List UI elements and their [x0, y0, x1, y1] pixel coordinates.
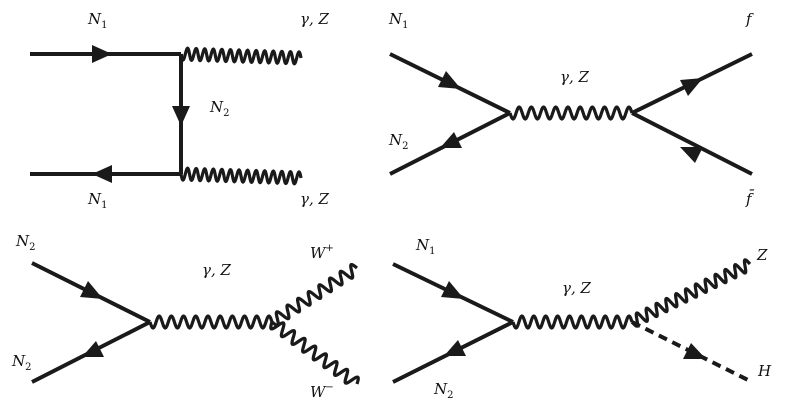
fermion-arrow-in-icon: [441, 281, 464, 299]
label-n2: N2: [388, 131, 409, 152]
label-n1: N1: [388, 10, 409, 31]
fermion-arrow-in-bottom-icon: [680, 147, 703, 163]
fermion-line-out-bottom: [631, 111, 753, 176]
boson-line-z: [630, 258, 752, 328]
label-n1-bottom: N1: [87, 190, 108, 211]
diagram-bottom-right: N1 N2 γ, Z Z H: [392, 236, 772, 401]
label-n1: N1: [415, 236, 436, 257]
fermion-arrow-right-icon: [92, 45, 112, 63]
label-n1-top: N1: [87, 10, 108, 31]
boson-line-mediator: [511, 314, 634, 330]
boson-line-mediator: [508, 105, 634, 121]
boson-line-w-minus: [269, 321, 360, 385]
label-n2: N2: [433, 380, 454, 401]
diagram-top-right: N1 N2 γ, Z f f̄: [388, 10, 754, 208]
label-n2-bottom: N2: [11, 352, 32, 373]
fermion-arrow-down-icon: [172, 106, 190, 126]
label-gamma-z-bottom: γ, Z: [300, 190, 330, 208]
diagram-top-left: N1 N1 N2 γ, Z γ, Z: [30, 10, 330, 211]
label-f-bar: f̄: [745, 190, 754, 208]
label-gamma-z-top: γ, Z: [300, 10, 330, 28]
fermion-arrow-in-icon: [80, 281, 103, 299]
boson-line-bottom-out: [179, 166, 303, 186]
label-w-plus: W+: [310, 243, 334, 262]
fermion-arrow-out-icon: [440, 132, 462, 148]
boson-line-top-out: [179, 46, 303, 66]
boson-line-w-plus: [271, 262, 358, 328]
label-f: f: [745, 10, 754, 28]
label-w-minus: W−: [310, 382, 334, 401]
boson-line-mediator: [148, 314, 274, 330]
fermion-arrow-out-icon: [444, 340, 466, 356]
label-n2-propagator: N2: [209, 98, 230, 119]
fermion-arrow-in-icon: [438, 71, 461, 89]
label-z: Z: [756, 246, 768, 264]
label-n2-top: N2: [15, 232, 36, 253]
fermion-arrow-left-icon: [92, 165, 112, 183]
scalar-arrow-out-icon: [683, 343, 706, 359]
label-gamma-z-mediator: γ, Z: [562, 279, 592, 297]
label-h: H: [757, 362, 772, 380]
fermion-arrow-out-top-icon: [680, 78, 703, 96]
label-gamma-z-mediator: γ, Z: [560, 68, 590, 86]
label-gamma-z-mediator: γ, Z: [202, 261, 232, 279]
fermion-arrow-out-icon: [82, 341, 104, 357]
diagram-bottom-left: N2 N2 γ, Z W+ W−: [11, 232, 360, 401]
